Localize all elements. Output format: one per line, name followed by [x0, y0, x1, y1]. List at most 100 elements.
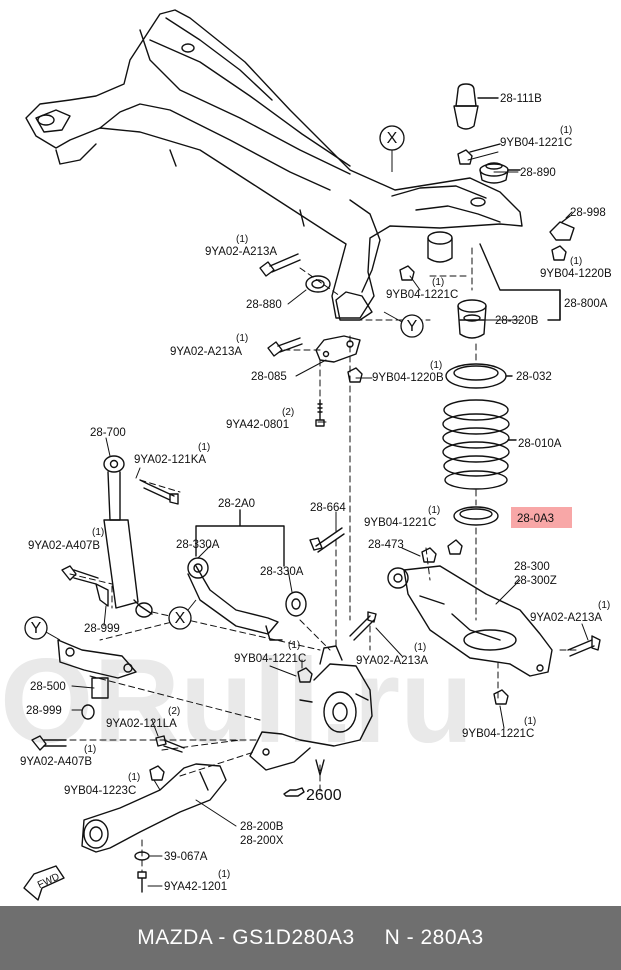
marker-y-top: Y — [407, 318, 418, 335]
lower-control-arm-300 — [387, 565, 553, 677]
nut-1221C-lowright — [493, 689, 509, 705]
label-28-032: 28-032 — [516, 371, 552, 383]
hand-pointer-icon — [283, 787, 305, 797]
qty-9YB04-1223C: (1) — [128, 772, 140, 783]
footer-bar: MAZDA - GS1D280A3 N - 280A3 — [0, 906, 621, 970]
bolt-A407B-top — [61, 565, 99, 585]
label-9YB04-1223C: 9YB04-1223C — [64, 785, 136, 797]
qty-9YB04-1220B-mid: (1) — [430, 360, 442, 371]
marker-circle-y-left — [24, 616, 48, 640]
nut-upper-right — [457, 143, 501, 165]
label-28-0A3: 28-0A3 — [517, 513, 554, 525]
qty-9YB04-1221C-top: (1) — [560, 125, 572, 136]
label-2600: 2600 — [306, 787, 342, 804]
bolt-A213A-left — [267, 337, 303, 357]
label-9YA02-A213A-top: 9YA02-A213A — [205, 246, 277, 258]
washer-067A — [134, 851, 150, 861]
label-9YB04-1221C-spring: 9YB04-1221C — [364, 517, 436, 529]
bolt-664 — [309, 527, 345, 553]
qty-9YA02-A213A-left: (1) — [236, 333, 248, 344]
coil-spring-010A — [442, 399, 517, 490]
bracket-2A0 — [195, 509, 285, 567]
label-28-330A-right: 28-330A — [260, 566, 304, 578]
nut-473 — [421, 547, 437, 563]
marker-stems — [45, 150, 403, 641]
cap-998 — [549, 215, 575, 241]
suspension-exploded-diagram: ORull.ru — [0, 9, 612, 901]
label-9YA02-A213A-lower: 9YA02-A213A — [356, 655, 428, 667]
qty-9YA42-0801: (2) — [282, 407, 294, 418]
qty-9YA02-A407B-bottom: (1) — [84, 744, 96, 755]
qty-9YA02-A213A-top: (1) — [236, 234, 248, 245]
leader-800A — [479, 243, 561, 321]
trailing-arm-200B — [81, 763, 227, 853]
bolt-121KA — [139, 479, 179, 505]
fwd-arrow — [23, 865, 65, 901]
nut-1221C-mid — [399, 265, 415, 281]
label-28-111B: 28-111B — [500, 93, 542, 105]
bracket-085 — [315, 335, 361, 363]
lower-spring-seat-0A3 — [453, 506, 499, 526]
label-28-700: 28-700 — [90, 427, 126, 439]
marker-circle-y-top — [400, 314, 424, 338]
marker-circle-x-mid — [168, 606, 192, 630]
label-28-890: 28-890 — [520, 167, 556, 179]
bolt-0801 — [315, 399, 325, 427]
washer-880 — [305, 275, 331, 293]
cap-1221C-spring — [447, 539, 463, 555]
bolt-A213A-right — [567, 635, 601, 657]
label-28-200B: 28-200B — [240, 821, 284, 833]
label-9YA02-A407B-bottom: 9YA02-A407B — [20, 756, 92, 768]
watermark: ORull.ru — [0, 634, 473, 768]
label-28-999-bottom: 28-999 — [26, 705, 62, 717]
bolt-1220B-right — [551, 245, 567, 261]
label-28-300Z: 28-300Z — [514, 575, 557, 587]
leader-lines — [71, 151, 589, 887]
qty-9YB04-1220B-right: (1) — [570, 256, 582, 267]
label-9YA02-A213A-left: 9YA02-A213A — [170, 346, 242, 358]
arrow-2600 — [315, 759, 325, 776]
label-9YA02-A213A-right: 9YA02-A213A — [530, 612, 602, 624]
shock-absorber-700 — [103, 455, 153, 618]
label-9YB04-1221C-knuckle: 9YB04-1221C — [234, 653, 306, 665]
label-28-664: 28-664 — [310, 502, 346, 514]
qty-9YA02-A407B-top: (1) — [92, 527, 104, 538]
label-28-330A-left: 28-330A — [176, 539, 220, 551]
label-9YB04-1220B-right: 9YB04-1220B — [540, 268, 612, 280]
qty-9YA02-121KA: (1) — [198, 442, 210, 453]
qty-9YA02-A213A-lower: (1) — [414, 642, 426, 653]
subframe-crossmember — [25, 9, 523, 321]
label-28-998: 28-998 — [570, 207, 606, 219]
bushing-330A-left — [187, 557, 209, 579]
label-9YA02-121KA: 9YA02-121KA — [134, 454, 206, 466]
bushing-330A-right — [285, 591, 307, 617]
label-28-2A0: 28-2A0 — [218, 498, 255, 510]
label-28-320B: 28-320B — [495, 315, 539, 327]
label-28-085: 28-085 — [251, 371, 287, 383]
qty-9YB04-1221C-knuckle: (1) — [288, 640, 300, 651]
marker-x-mid: X — [175, 610, 186, 627]
label-28-500: 28-500 — [30, 681, 66, 693]
label-9YA02-121LA: 9YA02-121LA — [106, 718, 177, 730]
label-39-067A: 39-067A — [164, 851, 208, 863]
alignment-lines — [59, 247, 581, 873]
bolt-A407B-bottom — [31, 735, 67, 751]
label-9YA42-0801: 9YA42-0801 — [226, 419, 289, 431]
upper-arm — [187, 565, 283, 641]
nut-1221C-knuckle — [297, 667, 313, 683]
label-9YB04-1221C-mid: 9YB04-1221C — [386, 289, 458, 301]
label-9YA02-A407B-top: 9YA02-A407B — [28, 540, 100, 552]
label-28-999-top: 28-999 — [84, 623, 120, 635]
qty-9YB04-1221C-lowright: (1) — [524, 716, 536, 727]
label-28-200X: 28-200X — [240, 835, 284, 847]
marker-y-left: Y — [31, 620, 42, 637]
label-28-473: 28-473 — [368, 539, 404, 551]
label-28-300: 28-300 — [514, 561, 550, 573]
qty-9YB04-1221C-spring: (1) — [428, 505, 440, 516]
bolt-121LA — [155, 735, 185, 753]
footer-ref: N - 280A3 — [384, 926, 484, 949]
bolt-A213A-lower — [349, 611, 377, 641]
bump-stopper-upper — [453, 83, 499, 130]
trailing-link-500 — [57, 639, 137, 720]
label-9YB04-1221C-top: 9YB04-1221C — [500, 137, 572, 149]
